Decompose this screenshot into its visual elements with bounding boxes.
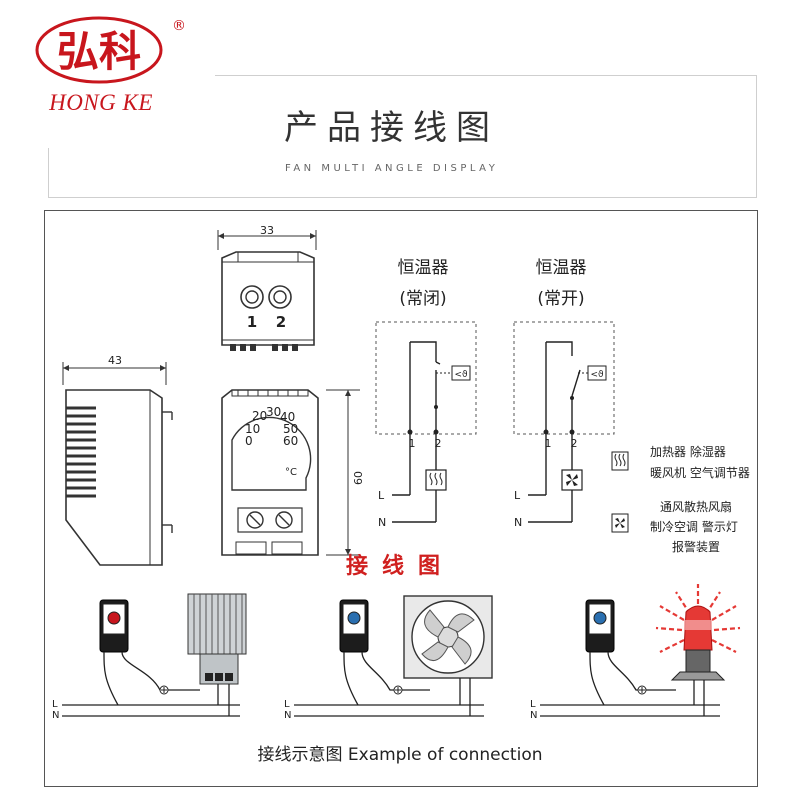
- wire-label-l: L: [530, 699, 536, 710]
- line-label-l: L: [514, 489, 521, 502]
- line-label-n: N: [514, 516, 522, 529]
- dim-width-side: 43: [108, 354, 122, 367]
- wire-label-n: N: [52, 710, 59, 721]
- legend-cooling-line3: 报警装置: [672, 539, 720, 554]
- thermostat-top-view: 33 1 2: [217, 224, 317, 351]
- dim-height: 60: [352, 471, 365, 485]
- heater-icon: [614, 453, 626, 467]
- svg-text:<ϑ: <ϑ: [454, 370, 468, 380]
- legend: 加热器 除湿器 暖风机 空气调节器 通风散热风扇 制冷空调 警示灯 报警装置: [611, 444, 750, 554]
- wire-label-n: N: [284, 710, 291, 721]
- legend-cooling-line1: 通风散热风扇: [660, 499, 732, 514]
- circuit-normally-closed: 恒温器 (常闭) <ϑ 1 2 L N: [375, 258, 477, 529]
- circuit-title: 恒温器: [536, 258, 587, 278]
- wire-label-n: N: [530, 710, 537, 721]
- fan-icon: [615, 518, 625, 528]
- header-frame: [48, 75, 757, 198]
- page-title: 产品接线图: [284, 108, 499, 148]
- brand-name: HONG KE: [49, 90, 153, 115]
- circuit-normally-open: 恒温器 (常开) <ϑ 1 2 L N: [513, 258, 615, 529]
- dial-value: 50: [283, 422, 298, 436]
- logo-text: 弘科: [57, 27, 141, 76]
- circuit-terminal: 2: [435, 437, 442, 450]
- header-divider: [215, 75, 757, 76]
- circuit-terminal: 1: [409, 437, 416, 450]
- dial-value: 20: [252, 409, 267, 423]
- diagram-frame: [44, 210, 758, 787]
- registered-mark: ®: [172, 18, 184, 34]
- circuit-mode: (常开): [537, 289, 584, 309]
- dial-value: 30: [266, 405, 281, 419]
- dial-unit: °C: [285, 467, 297, 478]
- line-label-n: N: [378, 516, 386, 529]
- circuit-terminal: 1: [545, 437, 552, 450]
- header-divider-left: [48, 148, 49, 198]
- thermostat-side-view: 43: [62, 354, 173, 566]
- circuit-terminal: 2: [571, 437, 578, 450]
- terminal-2-label: 2: [276, 313, 286, 331]
- dial-value: 10: [245, 422, 260, 436]
- dim-width-top: 33: [260, 224, 274, 237]
- dial-value: 0: [245, 434, 253, 448]
- page-subtitle: FAN MULTI ANGLE DISPLAY: [285, 163, 499, 174]
- brand-logo: 弘科 ®: [34, 8, 186, 118]
- legend-heating-line2: 暖风机 空气调节器: [650, 465, 750, 480]
- wire-label-l: L: [284, 699, 290, 710]
- circuit-mode: (常闭): [399, 289, 446, 309]
- svg-text:<ϑ: <ϑ: [590, 370, 604, 380]
- legend-cooling-line2: 制冷空调 警示灯: [650, 519, 738, 534]
- circuit-title: 恒温器: [398, 258, 449, 278]
- terminal-1-label: 1: [247, 313, 257, 331]
- wiring-examples: L N L N L N: [52, 584, 741, 721]
- connection-caption: 接线示意图 Example of connection: [257, 745, 543, 765]
- dial-value: 60: [283, 434, 298, 448]
- legend-heating-line1: 加热器 除湿器: [650, 444, 726, 459]
- wiring-title: 接线图: [345, 554, 454, 579]
- dial-value: 40: [280, 410, 295, 424]
- line-label-l: L: [378, 489, 385, 502]
- wire-label-l: L: [52, 699, 58, 710]
- thermostat-front-view: 20 30 40 10 50 0 60 °C 60: [221, 389, 365, 556]
